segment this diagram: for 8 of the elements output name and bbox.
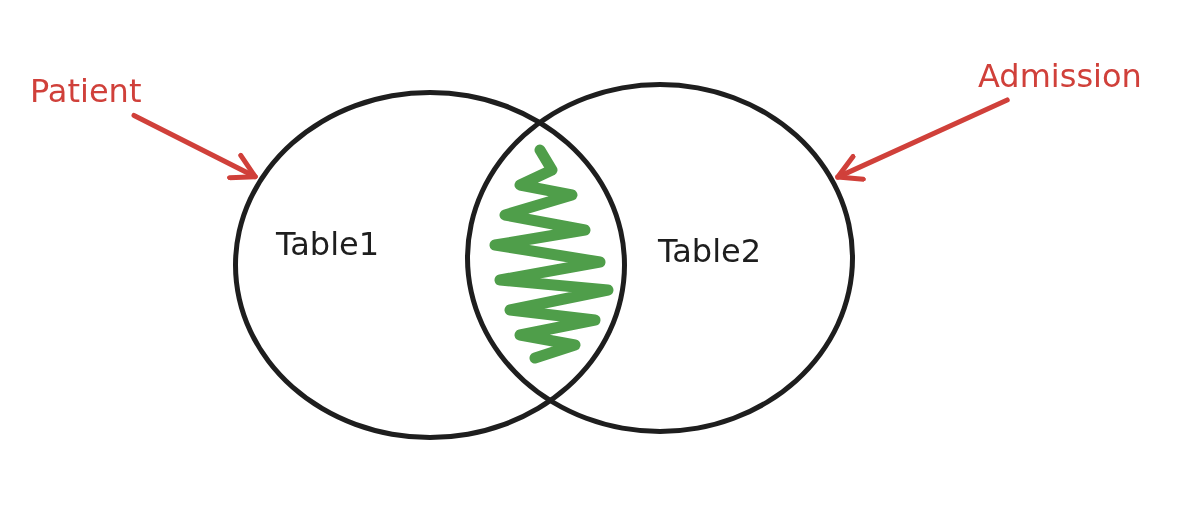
venn-circle: [233, 90, 627, 440]
arrow: [131, 112, 258, 181]
venn-circle: [465, 82, 855, 434]
callout-label: Patient: [30, 72, 142, 110]
set-label: Table2: [658, 232, 762, 270]
set-label: Table1: [276, 225, 380, 263]
arrow: [835, 97, 1010, 182]
callout-label: Admission: [978, 57, 1142, 95]
